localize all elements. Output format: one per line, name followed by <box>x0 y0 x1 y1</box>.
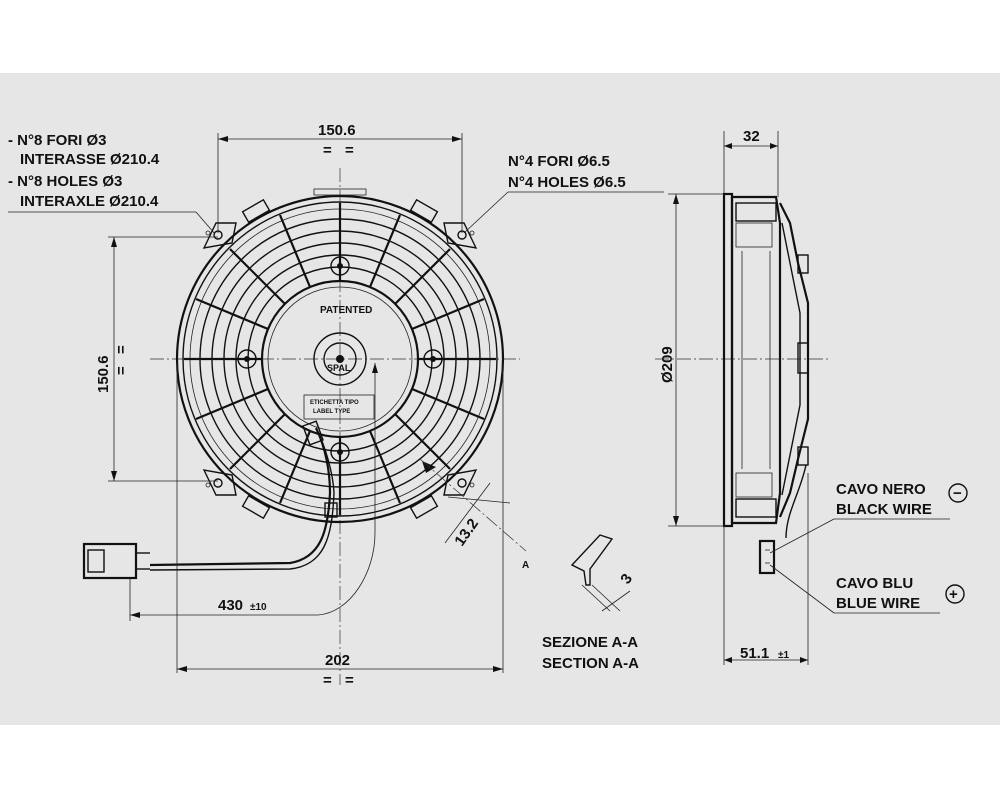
black-wire-it: CAVO NERO <box>836 481 926 498</box>
section-thickness-value: 3 <box>617 571 636 588</box>
cable-length-value: 430 <box>218 597 243 614</box>
side-cable <box>785 464 807 539</box>
cable <box>149 427 332 567</box>
cable-length-leader <box>130 363 376 616</box>
top-width-value: 150.6 <box>318 122 356 139</box>
grille-spokes <box>184 203 496 515</box>
svg-text:=: = <box>345 142 354 159</box>
brand-text: SPAL <box>327 363 351 373</box>
rib-value: 13.2 <box>451 516 482 550</box>
shaft-center <box>336 355 344 363</box>
drawing-sheet: PATENTED SPAL ETICHETTA TIPO LABEL TYPE … <box>0 73 1000 725</box>
rim-clips <box>241 188 439 520</box>
connector-latch <box>87 549 105 573</box>
cable-clip <box>324 502 338 518</box>
blue-wire-en: BLUE WIRE <box>836 595 920 612</box>
patented-text: PATENTED <box>320 305 372 316</box>
hole-callouts: - N°8 FORI Ø3 INTERASSE Ø210.4 - N°8 HOL… <box>8 132 664 235</box>
plus-symbol: + <box>949 586 958 603</box>
label-type-en: LABEL TYPE <box>313 409 350 415</box>
svg-text:=: = <box>113 366 130 375</box>
small-holes-en-count: - N°8 HOLES Ø3 <box>8 173 122 190</box>
section-profile <box>570 534 614 586</box>
hub-bosses <box>237 256 443 462</box>
label-type-it: ETICHETTA TIPO <box>310 400 359 406</box>
large-holes-it: N°4 FORI Ø6.5 <box>508 153 610 170</box>
black-wire-en: BLACK WIRE <box>836 501 932 518</box>
label-type-plate <box>303 394 375 420</box>
side-shroud <box>730 195 782 525</box>
overall-width-value: 202 <box>325 652 350 669</box>
cable-length-tolerance: ±10 <box>250 602 267 613</box>
housing-inner-ring <box>182 201 498 517</box>
motor-shaft-boss <box>313 332 367 386</box>
cable-grommet <box>302 420 324 446</box>
top-equal-mark: = <box>323 142 332 159</box>
side-flange <box>722 192 734 528</box>
small-holes-en-pitch: INTERAXLE Ø210.4 <box>20 193 159 210</box>
section-mark-a: A <box>522 560 529 571</box>
mounting-tabs <box>202 222 478 496</box>
plus-symbol-ring <box>945 584 965 604</box>
motor-hub <box>260 279 420 439</box>
side-connector <box>758 539 776 575</box>
minus-symbol-ring <box>948 483 968 503</box>
section-title-it: SEZIONE A-A <box>542 634 638 651</box>
motor-hub-inner <box>267 286 413 432</box>
svg-text:=: = <box>345 672 354 689</box>
section-view: 3 SEZIONE A-A SECTION A-A <box>542 534 639 672</box>
side-height-value: 150.6 <box>95 355 112 393</box>
total-depth-value: 51.1 <box>740 645 769 662</box>
svg-text:=: = <box>113 345 130 354</box>
motor-shaft <box>323 342 357 376</box>
front-view: PATENTED SPAL ETICHETTA TIPO LABEL TYPE … <box>82 122 529 689</box>
depth-value: 32 <box>743 128 760 145</box>
small-holes-it-pitch: INTERASSE Ø210.4 <box>20 151 160 168</box>
blue-wire-it: CAVO BLU <box>836 575 913 592</box>
total-depth-tolerance: ±1 <box>778 650 789 661</box>
connector-body <box>82 542 138 580</box>
small-holes-it-count: - N°8 FORI Ø3 <box>8 132 107 149</box>
technical-drawing: PATENTED SPAL ETICHETTA TIPO LABEL TYPE … <box>8 122 968 689</box>
housing-outer-ring <box>175 194 505 524</box>
svg-text:=: = <box>323 672 332 689</box>
section-title-en: SECTION A-A <box>542 655 639 672</box>
side-view: 32 Ø209 51.1 ±1 CAVO NERO BLACK WIRE − C… <box>655 128 968 665</box>
diameter-value: Ø209 <box>659 346 676 383</box>
side-guard <box>778 202 810 518</box>
large-holes-en: N°4 HOLES Ø6.5 <box>508 174 626 191</box>
minus-symbol: − <box>953 485 962 502</box>
